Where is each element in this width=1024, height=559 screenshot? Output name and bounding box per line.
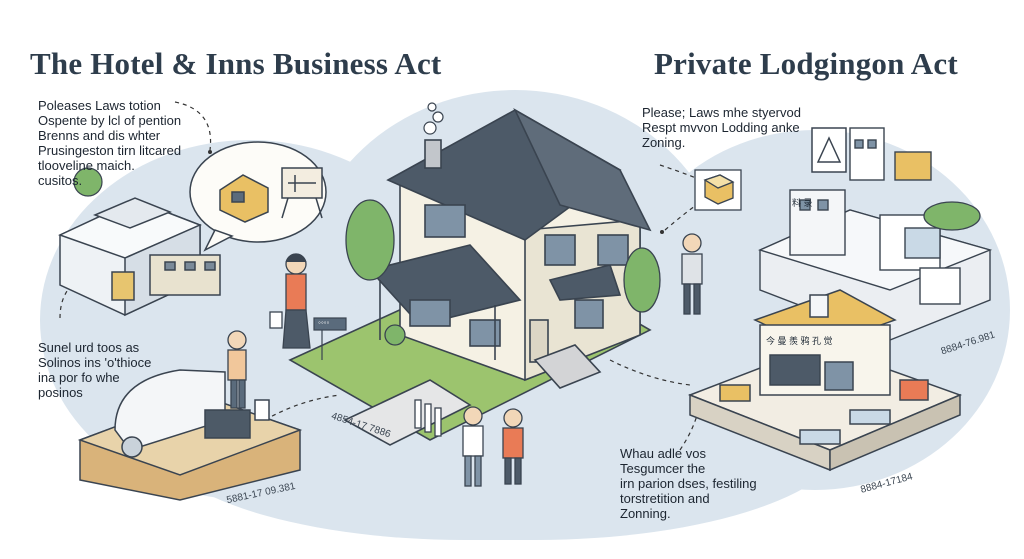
note-line: Respt mvvon Lodding anke [642, 120, 800, 135]
car-icon [77, 369, 303, 501]
house-sign-text: ◦◦◦◦ [318, 318, 330, 327]
thought-bubble-icon [189, 141, 327, 252]
hotel-mini-icon [219, 174, 269, 223]
leader-line [609, 359, 691, 386]
note-line: Please; Laws mhe styervod [642, 105, 801, 120]
smoke-icon [423, 102, 444, 135]
note-line: Poleases Laws totion [38, 98, 161, 113]
hotel-building-icon [58, 197, 221, 317]
note-line: Brenns and dis whter [38, 128, 161, 143]
note-line: Solinos ins 'o'thioce [38, 355, 152, 370]
note-line: Zonning. [620, 506, 671, 521]
house-icon [288, 108, 652, 446]
leader-line [174, 101, 212, 151]
person-icon [462, 406, 484, 487]
left-top-note: Poleases Laws totion Ospente by lcl of p… [38, 98, 181, 188]
person-icon [502, 408, 524, 485]
left-bottom-note: Sunel urd toos as Solinos ins 'o'thioce … [38, 340, 151, 400]
leader-line [264, 394, 341, 421]
note-line: ina por fo whe [38, 370, 120, 385]
person-icon [681, 233, 703, 315]
tree-icon [73, 167, 103, 197]
shop-building-icon [687, 289, 963, 472]
person-icon [227, 330, 247, 409]
leader-line [679, 394, 701, 451]
right-title: Private Lodgingon Act [654, 46, 958, 81]
building-sign: 料 录 [792, 198, 813, 208]
right-bottom-note: Whau adle vos Tesgumcer the irn parion d… [620, 446, 757, 521]
note-line: cusitos. [38, 173, 83, 188]
note-line: irn parion dses, festiling [620, 476, 757, 491]
leader-line [659, 164, 701, 181]
person-icon [269, 253, 311, 349]
easel-icon [281, 167, 323, 219]
note-line: Whau adle vos [620, 446, 706, 461]
leader-dot [208, 150, 212, 154]
note-line: Tesgumcer the [620, 461, 706, 476]
note-line: Ospente by lcl of pention [38, 113, 182, 128]
note-line: tlooveline maich. [38, 158, 135, 173]
leader-dot [660, 230, 664, 234]
note-line: Sunel urd toos as [38, 340, 140, 355]
note-line: torstretition and [620, 491, 710, 506]
warning-sign-icon [811, 127, 847, 173]
left-title: The Hotel & Inns Business Act [30, 46, 442, 81]
house-sign [313, 317, 347, 360]
note-line: posinos [38, 385, 83, 400]
shop-sign: 今 曼 羨 鸦 孔 觉 [766, 336, 833, 346]
fence [414, 399, 442, 437]
right-top-note: Please; Laws mhe styervod Respt mvvon Lo… [642, 105, 801, 150]
note-line: Zoning. [642, 135, 686, 150]
tree-icon [345, 199, 661, 346]
note-line: Prusingeston tirn litcared [38, 143, 182, 158]
box-icon [694, 169, 742, 211]
tree-icon [923, 201, 981, 231]
